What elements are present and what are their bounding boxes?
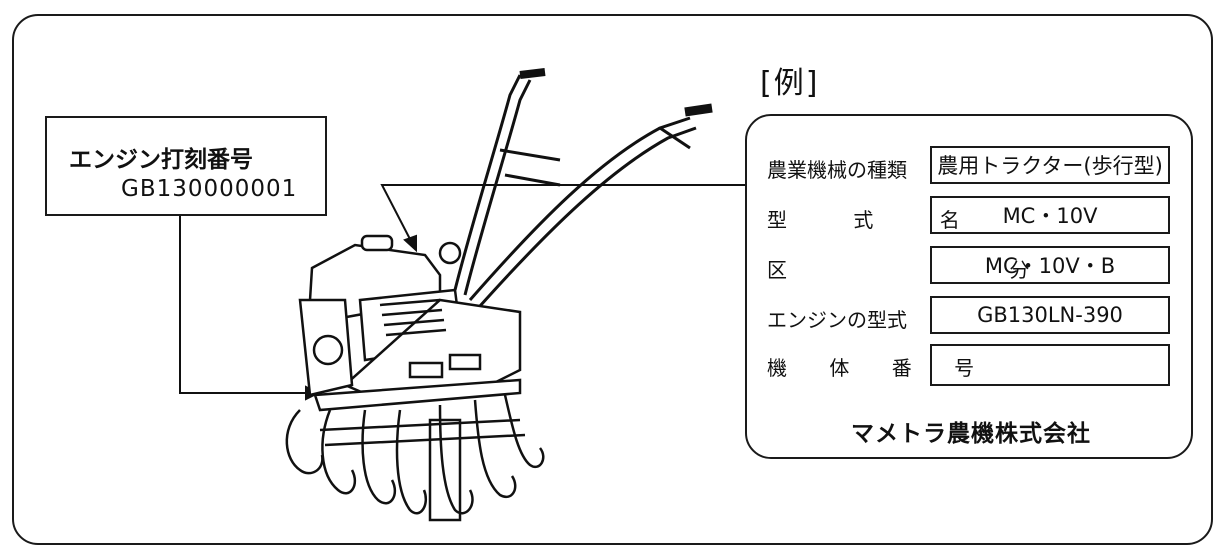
nameplate-label: 農業機械の種類	[767, 158, 907, 182]
nameplate: 農業機械の種類 農用トラクター(歩行型) 型 式 名 MC・10V 区 分 MC…	[745, 114, 1193, 459]
nameplate-label: 区 分	[767, 258, 1138, 282]
nameplate-leader	[380, 184, 745, 244]
engine-stamp-leader	[179, 216, 318, 394]
example-label: [例]	[760, 66, 820, 101]
nameplate-value	[930, 344, 1170, 386]
engine-stamp-title: エンジン打刻番号	[69, 147, 253, 173]
handlebars	[453, 68, 713, 308]
engine-stamp-number: GB130000001	[121, 176, 298, 202]
nameplate-value: GB130LN-390	[930, 296, 1170, 334]
nameplate-label: エンジンの型式	[767, 308, 907, 332]
engine-body	[298, 234, 522, 412]
nameplate-value: MC・10V・B	[930, 246, 1170, 284]
engine-stamp-box: エンジン打刻番号 GB130000001	[45, 116, 327, 216]
nameplate-value: MC・10V	[930, 196, 1170, 234]
nameplate-value: 農用トラクター(歩行型)	[930, 146, 1170, 184]
tiller-tines	[285, 394, 545, 522]
nameplate-arrowhead	[403, 234, 417, 253]
outer-frame	[12, 14, 1213, 545]
nameplate-label: 機 体 番 号	[767, 356, 993, 380]
manufacturer-name: マメトラ農機株式会社	[851, 421, 1091, 447]
nameplate-label: 型 式 名	[767, 208, 990, 232]
